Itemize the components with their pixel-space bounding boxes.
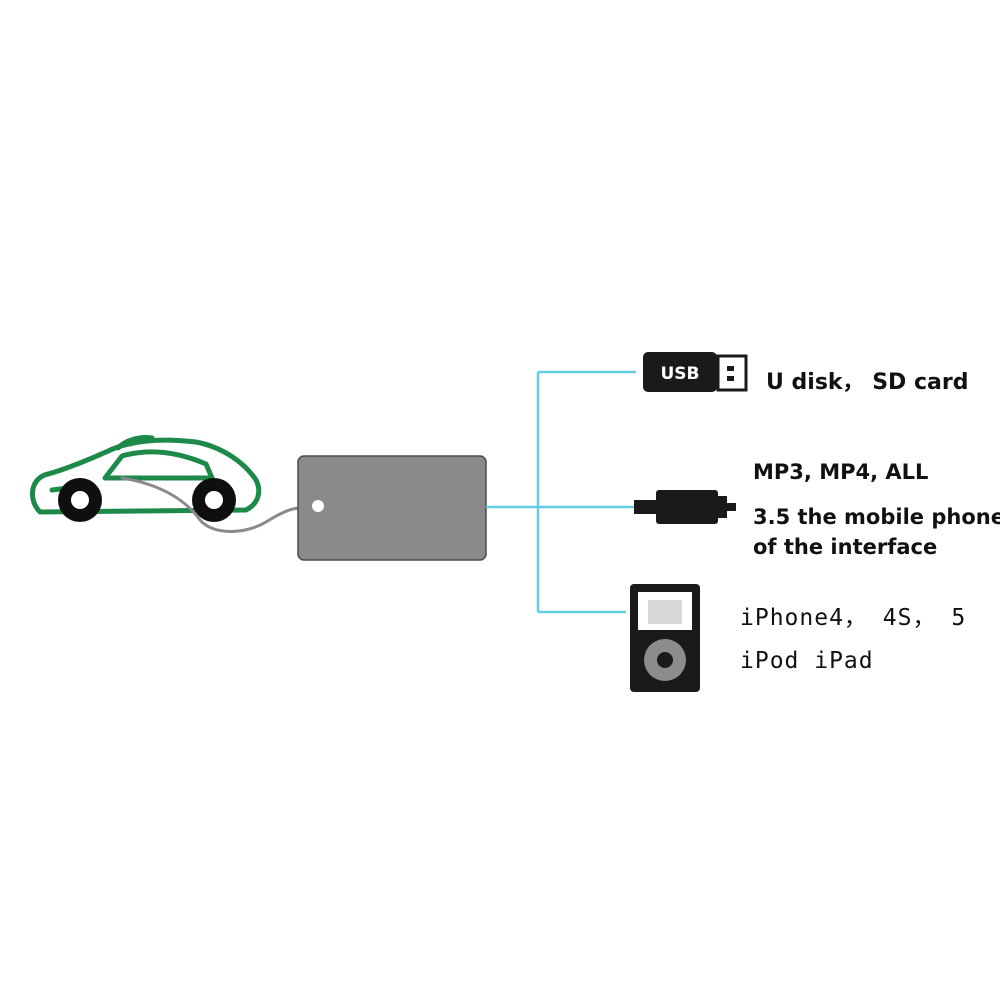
usb-drive-icon: USB — [643, 352, 748, 392]
apple-label-line2: iPod iPad — [740, 648, 874, 674]
aux-label-line2: 3.5 the mobile phone — [753, 505, 1000, 529]
adapter-box-icon — [297, 455, 487, 561]
usb-target-label: U disk， SD card — [766, 370, 969, 395]
apple-label-line1: iPhone4， 4S， 5 — [740, 605, 967, 631]
car-wheels — [58, 478, 236, 522]
usb-badge-text: USB — [660, 364, 699, 384]
aux-label-line3: of the interface — [753, 535, 938, 559]
aux-label-line1: MP3, MP4, ALL — [753, 460, 929, 484]
ipod-icon — [630, 584, 700, 692]
aux-cable-icon — [634, 490, 736, 524]
connector-lines — [486, 370, 636, 614]
car-cable — [120, 476, 302, 533]
car-icon — [30, 435, 262, 515]
